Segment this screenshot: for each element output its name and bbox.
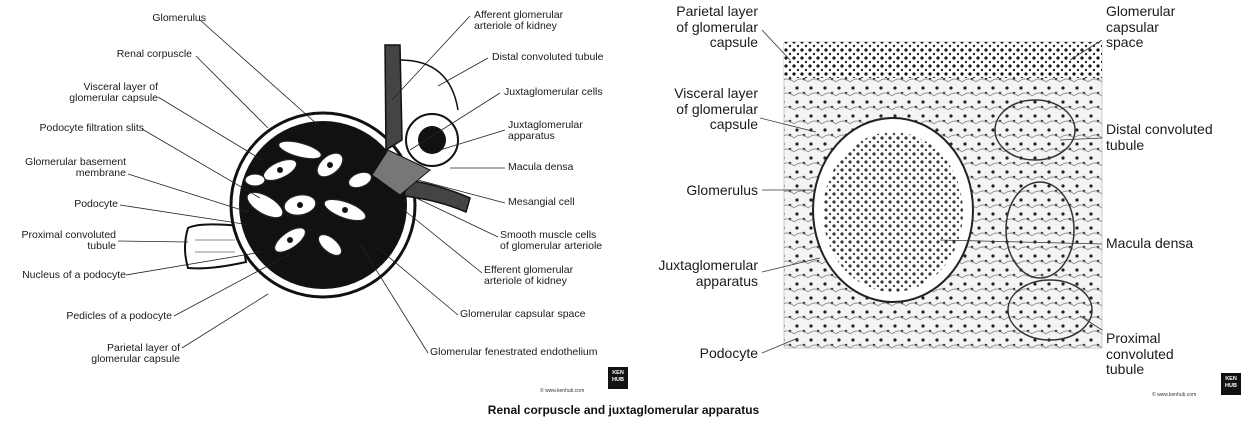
illustration-panel: Glomerulus Renal corpuscle Visceral laye… (0, 0, 640, 400)
figure-caption: Renal corpuscle and juxtaglomerular appa… (0, 403, 1247, 417)
label-renal-corpuscle: Renal corpuscle (96, 49, 192, 60)
label-efferent-arteriole: Efferent glomerular arteriole of kidney (484, 265, 614, 287)
hist-label-proximal-tubule: Proximal convoluted tubule (1106, 331, 1246, 378)
label-glomerular-capsular-space: Glomerular capsular space (460, 309, 610, 320)
label-glomerular-basement-membrane: Glomerular basement membrane (10, 157, 126, 179)
label-visceral-layer: Visceral layer of glomerular capsule (58, 82, 158, 104)
label-podocyte-filtration-slits: Podocyte filtration slits (10, 123, 144, 134)
label-nucleus-of-podocyte: Nucleus of a podocyte (6, 270, 126, 281)
label-macula-densa: Macula densa (508, 162, 618, 173)
histology-panel: Parietal layer of glomerular capsule Vis… (640, 0, 1247, 400)
label-proximal-convoluted-tubule: Proximal convoluted tubule (6, 230, 116, 252)
dense-tubule-region (784, 42, 1102, 78)
label-pedicles-of-podocyte: Pedicles of a podocyte (20, 311, 172, 322)
label-distal-convoluted-tubule: Distal convoluted tubule (492, 52, 622, 63)
hist-label-distal-tubule: Distal convoluted tubule (1106, 122, 1246, 153)
hist-label-capsular-space: Glomerular capsular space (1106, 4, 1246, 51)
hist-label-visceral-layer: Visceral layer of glomerular capsule (640, 86, 758, 133)
kenhub-url-right: © www.kenhub.com (1152, 392, 1196, 398)
hist-label-glomerulus: Glomerulus (640, 183, 758, 199)
kenhub-logo: KEN HUB (608, 367, 628, 389)
hist-label-juxtaglomerular-apparatus: Juxtaglomerular apparatus (640, 258, 758, 289)
label-mesangial-cell: Mesangial cell (508, 197, 618, 208)
label-smooth-muscle-cells: Smooth muscle cells of glomerular arteri… (500, 230, 630, 252)
label-podocyte: Podocyte (40, 199, 118, 210)
label-juxtaglomerular-apparatus: Juxtaglomerular apparatus (508, 120, 618, 142)
kenhub-url: © www.kenhub.com (540, 388, 584, 394)
label-fenestrated-endothelium: Glomerular fenestrated endothelium (430, 347, 630, 358)
hist-label-parietal-layer: Parietal layer of glomerular capsule (640, 4, 758, 51)
kenhub-logo-right: KEN HUB (1221, 373, 1241, 395)
hist-label-podocyte: Podocyte (640, 346, 758, 362)
hist-label-macula-densa: Macula densa (1106, 236, 1246, 252)
glomerulus-tuft-shape (823, 132, 963, 292)
label-afferent-arteriole: Afferent glomerular arteriole of kidney (474, 10, 604, 32)
label-glomerulus: Glomerulus (130, 13, 206, 24)
label-parietal-layer: Parietal layer of glomerular capsule (60, 343, 180, 365)
afferent-arteriole-shape (385, 45, 402, 150)
label-juxtaglomerular-cells: Juxtaglomerular cells (504, 87, 634, 98)
